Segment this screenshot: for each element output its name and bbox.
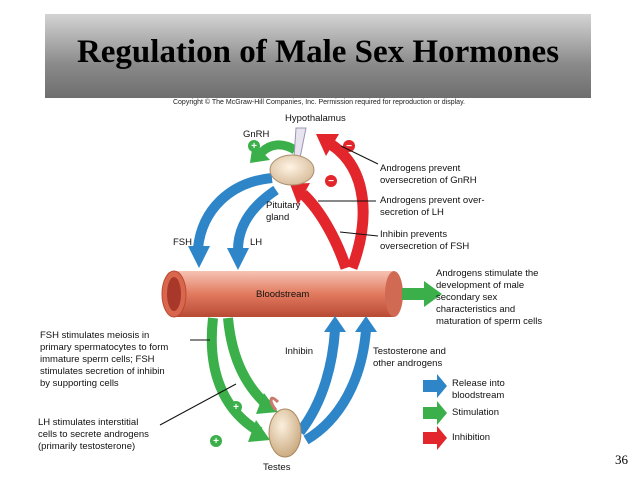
- pituitary-label-line1: Pituitary: [266, 200, 301, 211]
- lh-label: LH: [250, 237, 263, 248]
- hypothalamus-label: Hypothalamus: [285, 113, 346, 124]
- androgens-development-line: development of male: [436, 280, 525, 291]
- fsh-stimulation-arrow: [206, 317, 263, 437]
- page-number: 36: [615, 452, 628, 467]
- slide-title: Regulation of Male Sex Hormones: [76, 34, 560, 70]
- androgens-development-line: secondary sex: [436, 292, 498, 303]
- fsh-label: FSH: [173, 237, 192, 248]
- fsh-release-arrowhead: [188, 246, 210, 268]
- androgens-gnrh-note-line2: oversecretion of GnRH: [380, 175, 477, 186]
- copyright-notice: Copyright © The McGraw-Hill Companies, I…: [172, 99, 465, 106]
- legend-stimulation-arrow-shaft: [423, 407, 437, 419]
- lh-minus-sign: −: [328, 176, 334, 187]
- pituitary-label-line2: gland: [266, 212, 290, 223]
- fsh-note-line: immature sperm cells; FSH: [40, 354, 155, 365]
- epididymis: [269, 396, 280, 412]
- androgens-gnrh-note-line1: Androgens prevent: [380, 163, 461, 174]
- lh-plus-sign: +: [213, 436, 219, 447]
- gnrh-label: GnRH: [243, 129, 270, 140]
- inhibin-release-arrow: [296, 329, 340, 436]
- leader-fsh-inhibin: [339, 231, 379, 237]
- development-arrow-shaft: [402, 288, 424, 300]
- leader-lh-note: [159, 383, 237, 426]
- legend-release-arrow-shaft: [423, 380, 437, 392]
- legend-inhibition-arrowhead: [437, 426, 447, 450]
- bloodstream-right-end: [385, 271, 403, 317]
- gnrh-stimulation-arrow: [258, 140, 298, 156]
- testosterone-release-arrowhead: [355, 316, 377, 332]
- title-bar: Regulation of Male Sex Hormones: [45, 14, 591, 98]
- testosterone-release-arrow: [303, 329, 371, 445]
- fsh-note-line: primary spermatocytes to form: [40, 342, 169, 353]
- lh-stimulation-arrow: [223, 317, 272, 410]
- fsh-release-arrow: [193, 173, 273, 249]
- gnrh-minus-sign: −: [346, 141, 352, 152]
- fsh-stimulation-arrowhead: [248, 420, 270, 442]
- testosterone-label-line2: other androgens: [373, 358, 443, 369]
- inhibition-pituitary-arrow: [299, 189, 352, 270]
- legend-release-label-line2: bloodstream: [452, 390, 505, 401]
- legend-stimulation-label: Stimulation: [452, 407, 499, 418]
- androgens-lh-note-line2: secretion of LH: [380, 207, 444, 218]
- fsh-note-line: by supporting cells: [40, 378, 119, 389]
- leader-gnrh: [340, 145, 379, 165]
- fsh-note-line: stimulates secretion of inhibin: [40, 366, 165, 377]
- bloodstream-label: Bloodstream: [256, 289, 310, 300]
- legend-release-arrowhead: [437, 374, 447, 398]
- bloodstream-vessel: [174, 271, 394, 317]
- testosterone-label-line1: Testosterone and: [373, 346, 446, 357]
- inhibition-pituitary-arrowhead: [290, 183, 310, 205]
- testis: [268, 408, 302, 458]
- fsh-note-line: FSH stimulates meiosis in: [40, 330, 150, 341]
- pituitary-gland: [269, 154, 315, 186]
- androgens-lh-note-line1: Androgens prevent over-: [380, 195, 485, 206]
- lh-release-arrowhead: [227, 248, 249, 270]
- lh-release-arrow: [233, 185, 279, 251]
- legend-release-label-line1: Release into: [452, 378, 505, 389]
- inhibin-fsh-note-line2: oversecretion of FSH: [380, 241, 470, 252]
- fsh-plus-sign: +: [233, 402, 239, 413]
- lh-note-line: cells to secrete androgens: [38, 429, 149, 440]
- lh-note-line: LH stimulates interstitial: [38, 417, 139, 428]
- androgens-development-line: maturation of sperm cells: [436, 316, 543, 327]
- gnrh-plus-sign: +: [251, 141, 257, 152]
- development-arrowhead: [424, 281, 442, 307]
- legend-inhibition-arrow-shaft: [423, 432, 437, 444]
- androgens-development-line: Androgens stimulate the: [436, 268, 539, 279]
- testes-label: Testes: [263, 462, 291, 473]
- legend-stimulation-arrowhead: [437, 401, 447, 425]
- hypothalamus-stalk: [293, 127, 307, 159]
- inhibition-gnrh-arrowhead: [316, 134, 339, 156]
- legend-inhibition-label: Inhibition: [452, 432, 491, 443]
- lh-note-line: (primarily testosterone): [38, 441, 136, 452]
- inhibition-gnrh-arrow: [328, 140, 369, 270]
- androgens-development-line: characteristics and: [436, 304, 516, 315]
- inhibin-label: Inhibin: [285, 346, 313, 357]
- inhibin-fsh-note-line1: Inhibin prevents: [380, 229, 448, 240]
- lh-stimulation-arrowhead: [256, 393, 278, 414]
- inhibin-release-arrowhead: [324, 316, 346, 332]
